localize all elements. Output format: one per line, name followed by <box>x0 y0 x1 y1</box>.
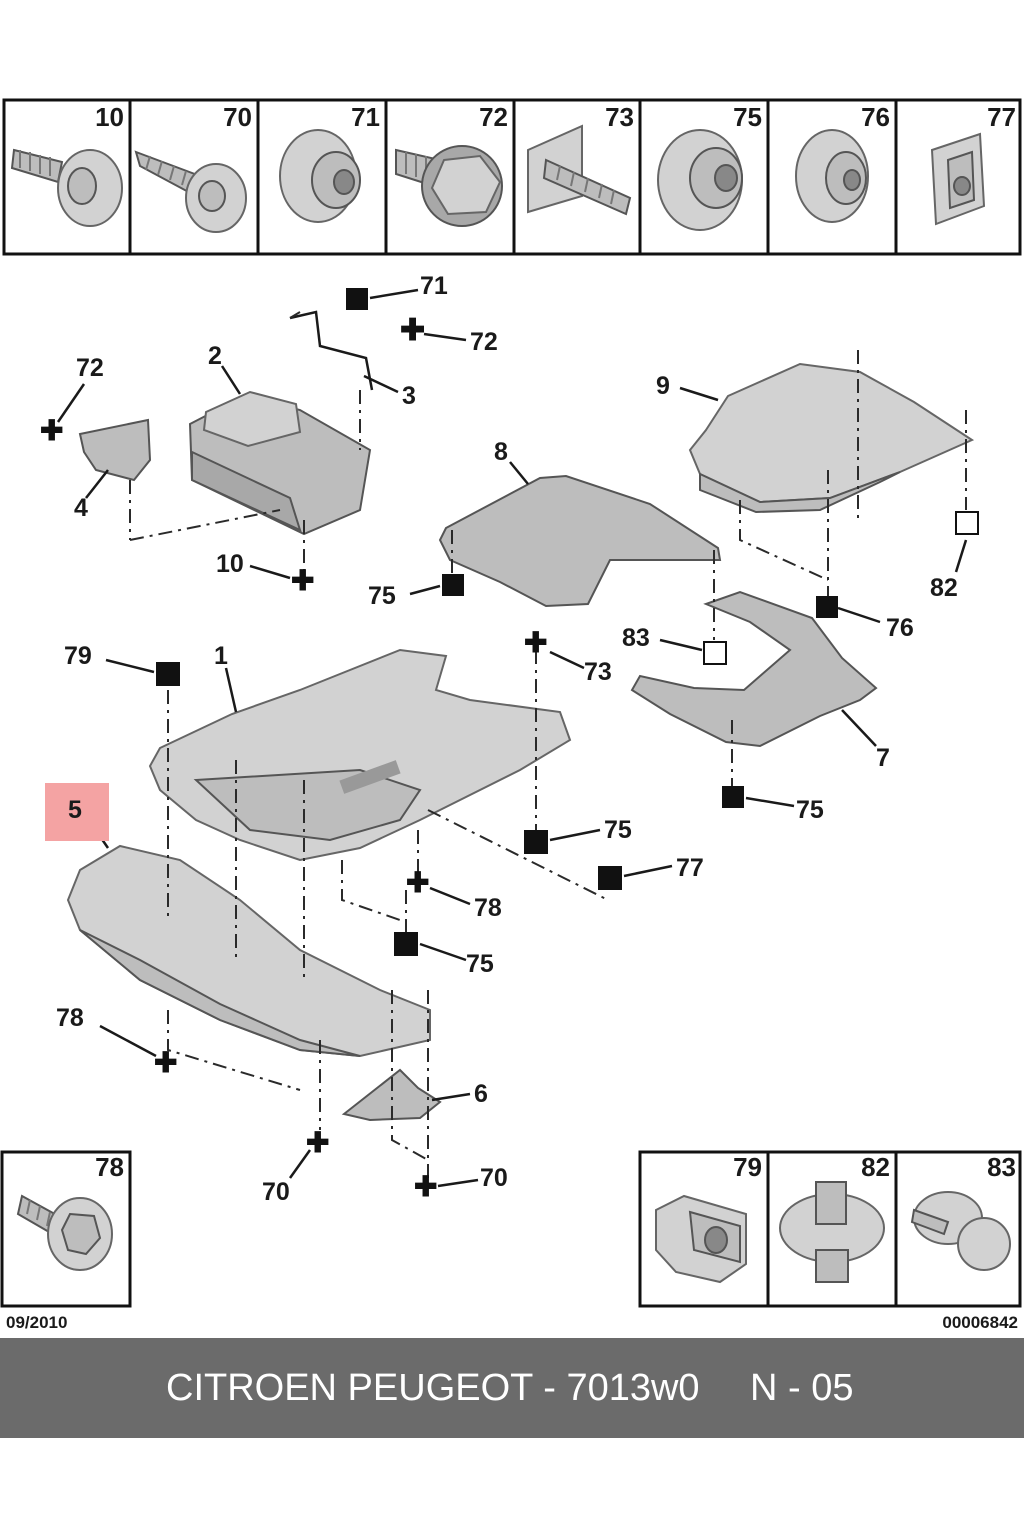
callout-number: 75 <box>466 950 494 978</box>
callout-number: 75 <box>604 816 632 844</box>
flange-screw-icon <box>10 148 123 227</box>
nut-marker <box>722 786 744 808</box>
plate-part-6 <box>341 1068 442 1122</box>
bolt-marker: ✚ <box>400 314 425 347</box>
bolt-marker: ✚ <box>306 1127 329 1158</box>
reference-number: 00006842 <box>942 1313 1018 1332</box>
frame-part-8 <box>438 474 722 608</box>
callout-number: 5 <box>68 796 82 824</box>
cage-nut-icon <box>655 1194 747 1284</box>
push-clip-icon <box>779 1181 885 1283</box>
callout-number: 77 <box>676 854 704 882</box>
bolt-marker: ✚ <box>414 1171 437 1202</box>
hex-bolt-icon <box>395 145 503 227</box>
callout-number: 6 <box>474 1080 488 1108</box>
footer-code: N - 05 <box>750 1367 854 1409</box>
callout-number: 3 <box>402 382 416 410</box>
shield-part-5 <box>66 844 431 1058</box>
cell-number: 82 <box>861 1152 890 1182</box>
tapping-screw-icon <box>134 150 247 233</box>
cell-number: 83 <box>987 1152 1016 1182</box>
callout-number: 73 <box>584 658 612 686</box>
callout-number: 4 <box>74 494 88 522</box>
cell-number: 77 <box>987 102 1016 132</box>
rivet-clip-icon <box>910 1191 1011 1271</box>
exploded-assembly: ✚ ✚ ✚ ✚ ✚ ✚ ✚ ✚ <box>40 272 979 1206</box>
cell-number: 72 <box>479 102 508 132</box>
bracket-part-3 <box>289 310 374 391</box>
callout-number: 1 <box>214 642 228 670</box>
bolt-marker: ✚ <box>40 415 63 446</box>
bolt-marker: ✚ <box>406 867 429 898</box>
callout-number: 9 <box>656 372 670 400</box>
footer-band <box>0 1338 1024 1438</box>
callout-number: 71 <box>420 272 448 300</box>
cell-number: 76 <box>861 102 890 132</box>
callout-number: 83 <box>622 624 650 652</box>
nut-marker <box>156 662 180 686</box>
callout-number: 72 <box>76 354 104 382</box>
nut-marker <box>394 932 418 956</box>
cell-number: 71 <box>351 102 380 132</box>
nut-marker <box>598 866 622 890</box>
nut-marker <box>442 574 464 596</box>
callout-number: 82 <box>930 574 958 602</box>
cell-number: 10 <box>95 102 124 132</box>
highlight-box <box>45 783 109 841</box>
top-fastener-row: 10 70 71 72 73 75 76 77 <box>2 98 1022 256</box>
nut-marker <box>346 288 368 310</box>
cell-number: 79 <box>733 1152 762 1182</box>
bottom-right-fastener-row: 79 82 83 <box>638 1150 1022 1308</box>
stud-clip-icon <box>527 124 632 216</box>
callout-number: 79 <box>64 642 92 670</box>
footer-title: CITROEN PEUGEOT - 7013w0 <box>166 1367 700 1409</box>
nut-marker <box>524 830 548 854</box>
callout-number: 7 <box>876 744 890 772</box>
clip-nut-icon <box>930 132 986 226</box>
nut-icon <box>795 129 869 223</box>
callout-number: 10 <box>216 550 244 578</box>
undertray-part-1 <box>148 648 572 862</box>
callout-number: 75 <box>368 582 396 610</box>
callout-number: 76 <box>886 614 914 642</box>
frame-part-7 <box>630 590 878 748</box>
callout-number: 2 <box>208 342 222 370</box>
callout-number: 78 <box>474 894 502 922</box>
cell-number: 78 <box>95 1152 124 1182</box>
bolt-marker: ✚ <box>154 1047 177 1078</box>
flange-nut-icon <box>279 129 361 223</box>
nut-marker <box>816 596 838 618</box>
tray-part-2 <box>188 390 372 536</box>
cell-number: 73 <box>605 102 634 132</box>
callout-number: 78 <box>56 1004 84 1032</box>
callout-number: 8 <box>494 438 508 466</box>
shield-part-9 <box>688 362 975 514</box>
bottom-left-fastener-box: 78 <box>0 1150 132 1308</box>
flange-nut-icon <box>657 129 743 231</box>
clip-marker <box>955 511 979 535</box>
bolt-marker: ✚ <box>524 627 547 658</box>
date-label: 09/2010 <box>6 1313 67 1332</box>
cell-number: 70 <box>223 102 252 132</box>
bracket-part-4 <box>78 418 152 482</box>
flange-screw-icon <box>16 1194 113 1271</box>
callout-number: 75 <box>796 796 824 824</box>
callout-number: 72 <box>470 328 498 356</box>
cell-number: 75 <box>733 102 762 132</box>
bolt-marker: ✚ <box>291 565 314 596</box>
callout-number: 70 <box>480 1164 508 1192</box>
clip-marker <box>703 641 727 665</box>
callout-number: 70 <box>262 1178 290 1206</box>
